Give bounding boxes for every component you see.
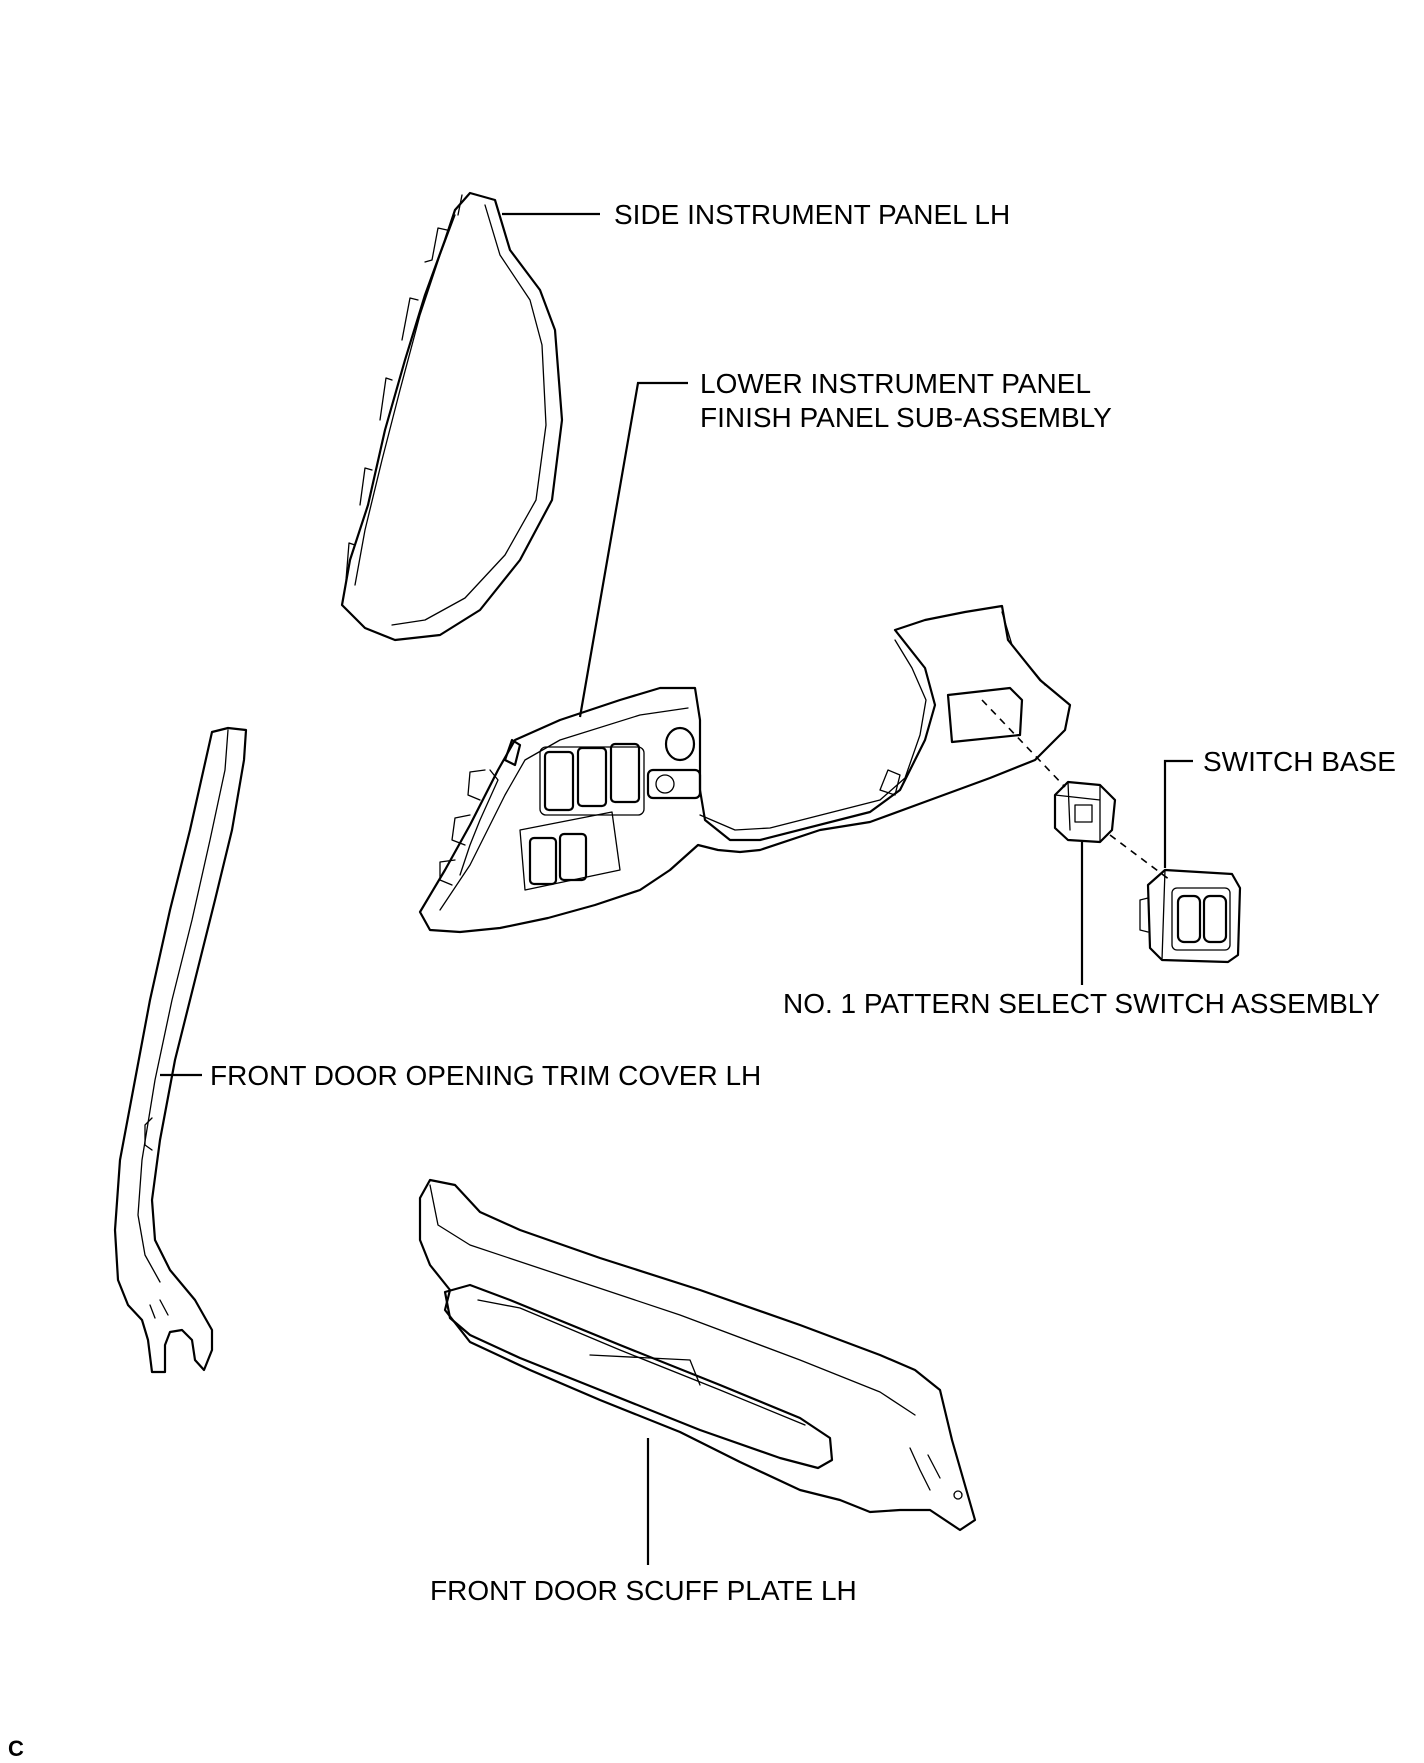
- side-instrument-panel-part: [340, 191, 564, 642]
- label-lower-panel-line2: FINISH PANEL SUB-ASSEMBLY: [700, 402, 1112, 433]
- corner-code: C: [8, 1736, 24, 1761]
- switch-base-part: [1139, 868, 1242, 964]
- label-trim-cover: FRONT DOOR OPENING TRIM COVER LH: [210, 1060, 761, 1091]
- leader-switch-base: [1163, 759, 1193, 868]
- pattern-select-switch-part: [1053, 780, 1117, 844]
- door-opening-trim-cover-part: [113, 726, 248, 1374]
- lower-instrument-panel-part: [418, 604, 1072, 934]
- alignment-dashed-line: [981, 699, 1171, 881]
- scuff-plate-part: [418, 1178, 977, 1532]
- label-side-instrument-panel: SIDE INSTRUMENT PANEL LH: [614, 199, 1010, 230]
- label-pattern-switch: NO. 1 PATTERN SELECT SWITCH ASSEMBLY: [783, 988, 1380, 1019]
- label-switch-base: SWITCH BASE: [1203, 746, 1396, 777]
- label-lower-panel-line1: LOWER INSTRUMENT PANEL: [700, 368, 1091, 399]
- label-scuff-plate: FRONT DOOR SCUFF PLATE LH: [430, 1575, 857, 1606]
- leader-lower-panel: [578, 381, 688, 718]
